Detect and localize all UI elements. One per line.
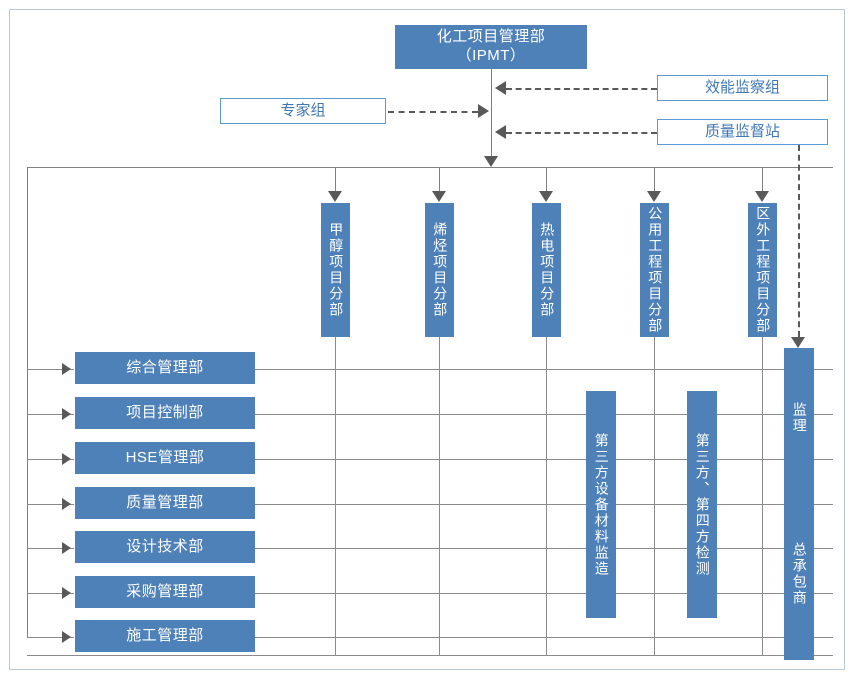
dept-feed-project-control [27, 414, 74, 415]
grid-bottom-line [27, 655, 833, 656]
project-division-public-works[interactable]: 公用工程项目分部 [640, 203, 669, 337]
ipmt-box[interactable]: 化工项目管理部 （IPMT） [395, 25, 587, 69]
efficiency-supervision-group-box[interactable]: 效能监察组 [657, 75, 828, 101]
department-procurement-management[interactable]: 采购管理部 [75, 576, 255, 608]
dept-arrowhead-quality-management [62, 498, 71, 510]
department-quality-management[interactable]: 质量管理部 [75, 487, 255, 519]
dept-arrowhead-procurement-management [62, 587, 71, 599]
dept-tail-construction-management [255, 637, 833, 638]
project-division-methanol[interactable]: 甲醇项目分部 [321, 203, 350, 337]
dept-feed-procurement-management [27, 593, 74, 594]
dept-arrowhead-general-management [62, 363, 71, 375]
ipmt-trunk-line [491, 69, 492, 160]
project-division-thermal-power-label: 热电项目分部 [539, 222, 556, 318]
dept-tail-procurement-management [255, 593, 833, 594]
dept-tail-general-management [255, 369, 833, 370]
page-frame [9, 9, 845, 670]
division-stub-outside-area [762, 167, 763, 193]
third-party-equipment-inspection-label: 第三方设备材料监造 [593, 432, 610, 577]
dept-feed-design-technology [27, 548, 74, 549]
department-general-management[interactable]: 综合管理部 [75, 352, 255, 384]
department-construction-management[interactable]: 施工管理部 [75, 620, 255, 652]
grid-vline-methanol [335, 337, 336, 655]
supervision-label: 监理 [791, 402, 808, 434]
division-arrowhead-thermal [539, 191, 553, 202]
project-division-thermal-power[interactable]: 热电项目分部 [532, 203, 561, 337]
quality-supervision-to-contractor-arrowhead [791, 337, 805, 348]
main-bus-left-riser [27, 167, 28, 637]
third-fourth-party-testing-label: 第三方、第四方检测 [694, 432, 711, 577]
efficiency-supervision-arrowhead [495, 81, 506, 95]
efficiency-supervision-connector [506, 88, 657, 90]
division-stub-public-works [654, 167, 655, 193]
grid-vline-public-works [654, 337, 655, 655]
third-party-equipment-inspection[interactable]: 第三方设备材料监造 [586, 391, 616, 618]
division-arrowhead-methanol [328, 191, 342, 202]
division-arrowhead-public-works [647, 191, 661, 202]
expert-group-connector [388, 111, 478, 113]
grid-vline-outside-area [762, 337, 763, 655]
third-fourth-party-testing[interactable]: 第三方、第四方检测 [687, 391, 717, 618]
division-stub-methanol [335, 167, 336, 193]
quality-supervision-station-box[interactable]: 质量监督站 [657, 119, 828, 145]
ipmt-trunk-arrowhead [484, 156, 498, 167]
dept-feed-quality-management [27, 504, 74, 505]
division-stub-olefin [439, 167, 440, 193]
project-division-olefin-label: 烯烃项目分部 [432, 222, 449, 318]
expert-group-box[interactable]: 专家组 [220, 98, 386, 124]
project-division-outside-area-works-label: 区外工程项目分部 [755, 206, 772, 334]
department-hse-management[interactable]: HSE管理部 [75, 442, 255, 474]
quality-supervision-connector [506, 132, 657, 134]
expert-group-arrowhead [478, 104, 489, 118]
dept-tail-hse-management [255, 459, 833, 460]
department-design-technology[interactable]: 设计技术部 [75, 531, 255, 563]
project-division-outside-area-works[interactable]: 区外工程项目分部 [748, 203, 777, 337]
dept-arrowhead-design-technology [62, 542, 71, 554]
quality-supervision-to-contractor-line [798, 145, 800, 337]
dept-feed-general-management [27, 369, 74, 370]
main-bus-horizontal [27, 167, 833, 168]
division-stub-thermal [546, 167, 547, 193]
dept-arrowhead-hse-management [62, 453, 71, 465]
project-division-public-works-label: 公用工程项目分部 [647, 206, 664, 334]
dept-feed-hse-management [27, 459, 74, 460]
supervision-contractor-column[interactable]: 监理 总承包商 [784, 348, 814, 660]
department-project-control[interactable]: 项目控制部 [75, 397, 255, 429]
dept-tail-design-technology [255, 548, 833, 549]
dept-tail-quality-management [255, 504, 833, 505]
dept-feed-construction-management [27, 637, 74, 638]
quality-supervision-arrowhead [495, 125, 506, 139]
project-division-methanol-label: 甲醇项目分部 [328, 222, 345, 318]
grid-vline-olefin [439, 337, 440, 655]
division-arrowhead-outside-area [755, 191, 769, 202]
dept-tail-project-control [255, 414, 833, 415]
dept-arrowhead-project-control [62, 408, 71, 420]
grid-vline-thermal [546, 337, 547, 655]
project-division-olefin[interactable]: 烯烃项目分部 [425, 203, 454, 337]
division-arrowhead-olefin [432, 191, 446, 202]
general-contractor-label: 总承包商 [791, 542, 808, 606]
dept-arrowhead-construction-management [62, 631, 71, 643]
